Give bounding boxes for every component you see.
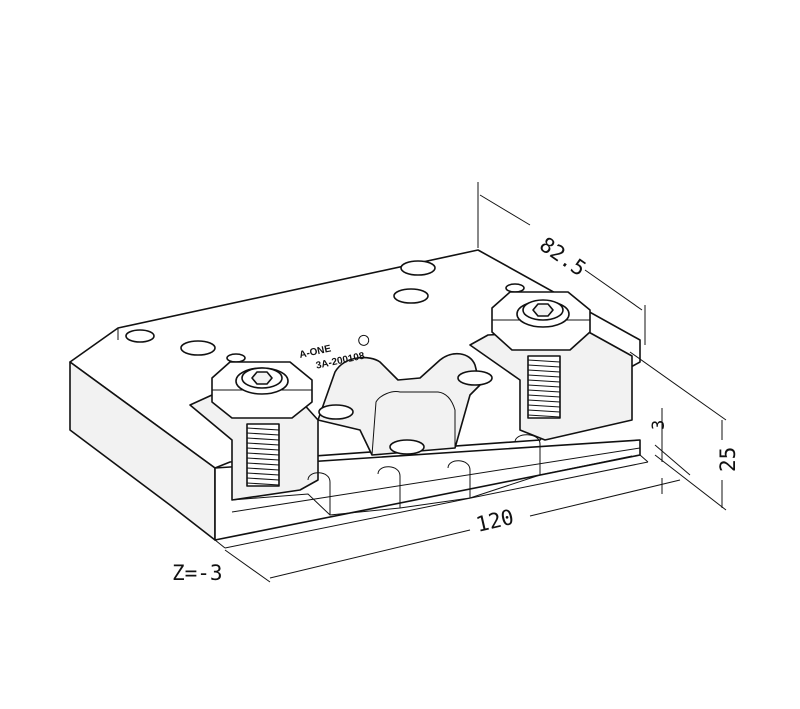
front-grooves [231,434,641,516]
thread-line [246,437,280,441]
pin-right [505,283,525,293]
brand-logo-icon [358,334,370,346]
thread-line [246,467,280,471]
thread-line [527,384,561,388]
dim-width-line-b [529,479,681,517]
right-hex-socket-icon [532,303,554,317]
thread-line [527,394,561,398]
dim-depth-line-a [479,194,531,226]
hole-front-left [318,404,354,420]
slot-hole-front [389,439,425,455]
dim-width-line-a [269,529,471,579]
thread-line [527,399,561,403]
thread-line [527,409,561,413]
thread-line [246,482,280,486]
thread-line [246,427,280,431]
thread-line [246,442,280,446]
hole-back-left [125,329,155,343]
thread-line [527,404,561,408]
center-slot-inner [371,391,456,456]
hole-front-right [457,370,493,386]
plate-left-face [69,361,216,541]
dim-height-label: 25 [716,447,740,472]
dim-height: 25 [629,351,740,511]
thread-line [246,472,280,476]
hole-back-center [400,260,436,276]
left-hex-socket-icon [251,371,273,385]
thread-line [246,462,280,466]
groove-lower-edge [231,447,641,513]
hole-left [180,340,216,356]
thread-line [246,452,280,456]
thread-line [527,369,561,373]
z-offset-label: Z=-3 [172,561,223,585]
front-chamfer-line [224,461,649,549]
dim-width-ext-1 [224,549,271,583]
thread-line [246,432,280,436]
groove-1 [307,472,331,515]
dim-height-ext-bottom [654,454,727,511]
thread-line [527,389,561,393]
left-thread-lines [246,427,280,486]
thread-line [246,477,280,481]
groove-4 [514,434,541,475]
thread-line [246,447,280,451]
thread-line [527,374,561,378]
hole-center [393,288,429,304]
left-clamp [211,361,313,487]
thread-line [246,457,280,461]
front-chamfer-corner-right [639,454,649,463]
thread-line [527,364,561,368]
dim-slot-label: 3 [649,420,669,430]
groove-2 [377,466,401,508]
front-chamfer-corner [214,539,226,549]
groove-3 [447,460,471,498]
dim-width-label: 120 [474,505,516,537]
groove-baseline [231,455,633,516]
right-thread-lines [527,359,561,418]
dim-slot: 3 [649,408,691,494]
pin-left [226,353,246,363]
dim-depth-label: 82.5 [535,232,590,281]
dim-height-ext-top [629,351,727,421]
right-clamp [491,291,591,419]
dim-depth-line-b [584,269,643,311]
dim-slot-ext [654,444,691,476]
thread-line [527,414,561,418]
thread-line [527,359,561,363]
thread-line [527,379,561,383]
